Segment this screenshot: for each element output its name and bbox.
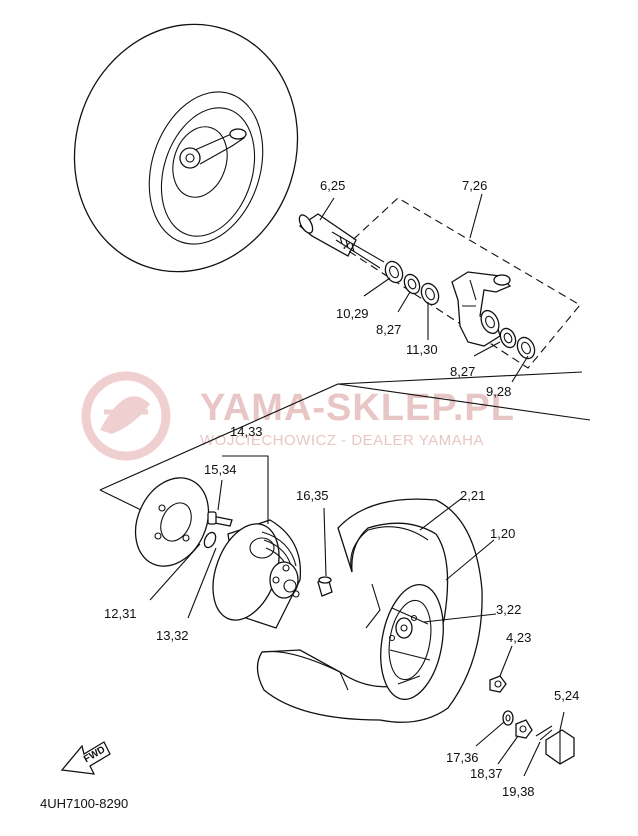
axle-nut-18-37 xyxy=(515,719,533,739)
callout-3-22: 3,22 xyxy=(496,602,521,617)
front-tire-and-wheel xyxy=(256,498,483,723)
callout-13-32: 13,32 xyxy=(156,628,189,643)
callout-10-29: 10,29 xyxy=(336,306,369,321)
callout-18-37: 18,37 xyxy=(470,766,503,781)
seal-9-28 xyxy=(516,336,536,360)
screw-15-34 xyxy=(207,511,233,527)
spacer-11-30 xyxy=(420,282,440,306)
callout-8-27-lower: 8,27 xyxy=(450,364,475,379)
callout-5-24: 5,24 xyxy=(554,688,579,703)
callout-8-27-upper: 8,27 xyxy=(376,322,401,337)
pin-16-35 xyxy=(317,576,333,597)
lug-nut-4-23 xyxy=(489,675,507,693)
callout-19-38: 19,38 xyxy=(502,784,535,799)
callout-7-26: 7,26 xyxy=(462,178,487,193)
watermark: YAMA-SKLEP.PL WOJCIECHOWICZ - DEALER YAM… xyxy=(81,371,515,461)
washer-17-36 xyxy=(502,710,514,726)
callout-4-23: 4,23 xyxy=(506,630,531,645)
o-ring xyxy=(203,531,217,549)
brake-plate xyxy=(134,477,210,567)
assembled-wheel xyxy=(73,23,299,273)
fwd-arrow-icon: FWD xyxy=(60,741,111,775)
watermark-logo-icon xyxy=(81,371,171,461)
seal-10-29 xyxy=(384,260,404,284)
bearing-8-27-lower xyxy=(499,327,517,349)
bearing-8-27-upper xyxy=(403,273,421,295)
watermark-brand: YAMA-SKLEP.PL xyxy=(200,387,515,429)
callout-11-30: 11,30 xyxy=(406,342,438,357)
callout-1-20: 1,20 xyxy=(490,526,515,541)
brake-drum-hub xyxy=(212,519,302,629)
callout-12-31: 12,31 xyxy=(104,606,137,621)
cotter-pin-19-38 xyxy=(535,725,553,741)
leader-lines xyxy=(149,193,565,777)
callout-14-33: 14,33 xyxy=(230,424,263,439)
axle-shaft xyxy=(298,213,385,269)
steering-knuckle xyxy=(451,271,512,347)
callout-2-21: 2,21 xyxy=(460,488,485,503)
callout-6-25: 6,25 xyxy=(320,178,345,193)
diagram-code: 4UH7100-8290 xyxy=(40,796,128,811)
callout-15-34: 15,34 xyxy=(204,462,237,477)
watermark-sub: WOJCIECHOWICZ - DEALER YAMAHA xyxy=(200,432,484,449)
assembly-boundary-line-2 xyxy=(337,371,583,385)
hub-cap-5-24 xyxy=(545,729,575,765)
callout-16-35: 16,35 xyxy=(296,488,329,503)
callout-17-36: 17,36 xyxy=(446,750,479,765)
callout-9-28: 9,28 xyxy=(486,384,511,399)
